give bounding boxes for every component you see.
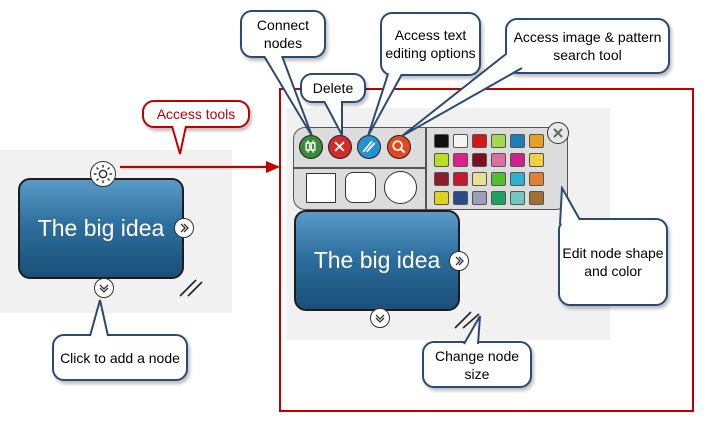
- toolbar-divider-vertical: [425, 128, 427, 209]
- color-swatch[interactable]: [491, 153, 506, 167]
- node-left[interactable]: The big idea: [18, 178, 184, 279]
- callout-access-tools: Access tools: [142, 100, 250, 128]
- connect-nodes-icon[interactable]: [299, 135, 323, 159]
- color-swatch[interactable]: [434, 172, 449, 186]
- callout-edit-shape-tail: [559, 186, 581, 225]
- callout-connect-nodes: Connect nodes: [240, 10, 326, 58]
- color-swatch[interactable]: [453, 191, 468, 205]
- node-right-label: The big idea: [313, 247, 441, 273]
- node-right[interactable]: The big idea: [294, 210, 460, 311]
- callout-access-tools-tail: [171, 126, 187, 155]
- image-search-icon[interactable]: [387, 135, 411, 159]
- color-swatch[interactable]: [529, 172, 544, 186]
- chevron-right-icon[interactable]: [174, 218, 194, 238]
- color-swatch[interactable]: [491, 191, 506, 205]
- chevron-right-icon[interactable]: [449, 251, 469, 271]
- node-label: The big idea: [37, 215, 165, 241]
- toolbar-divider-horizontal: [294, 167, 425, 169]
- callout-connect-nodes-tail: [263, 56, 313, 137]
- color-swatch[interactable]: [491, 172, 506, 186]
- callout-change-size-tail: [463, 315, 481, 345]
- shape-rounded-button[interactable]: [345, 172, 376, 203]
- callout-add-node-text: Click to add a node: [60, 349, 180, 366]
- gear-icon[interactable]: [90, 161, 116, 187]
- add-node-chevron-down-icon[interactable]: [370, 308, 390, 328]
- color-swatch[interactable]: [510, 134, 525, 148]
- color-swatch[interactable]: [510, 172, 525, 186]
- color-swatch[interactable]: [472, 172, 487, 186]
- callout-change-size: Change node size: [422, 341, 532, 388]
- add-node-chevron-down-icon[interactable]: [94, 278, 114, 298]
- color-swatch[interactable]: [434, 191, 449, 205]
- resize-handle-icon[interactable]: [453, 308, 481, 330]
- access-tools-arrow: [120, 161, 280, 173]
- color-swatch[interactable]: [434, 153, 449, 167]
- color-swatch[interactable]: [453, 153, 468, 167]
- callout-change-size-text: Change node size: [434, 347, 520, 382]
- callout-text-options-tail: [367, 74, 403, 137]
- callout-add-node-tail: [89, 299, 109, 337]
- shape-circle-button[interactable]: [384, 171, 417, 204]
- color-swatch[interactable]: [529, 153, 544, 167]
- color-swatch[interactable]: [529, 134, 544, 148]
- callout-delete: Delete: [300, 73, 366, 103]
- color-swatch[interactable]: [472, 134, 487, 148]
- color-swatch[interactable]: [491, 134, 506, 148]
- callout-connect-nodes-text: Connect nodes: [256, 17, 310, 51]
- delete-icon[interactable]: [328, 135, 352, 159]
- callout-image-search-tail: [401, 54, 523, 137]
- resize-handle-icon[interactable]: [178, 276, 204, 298]
- callout-delete-text: Delete: [312, 80, 354, 96]
- callout-image-search: Access image & pattern search tool: [505, 18, 670, 74]
- shape-square-button[interactable]: [306, 173, 336, 203]
- callout-access-tools-text: Access tools: [156, 106, 236, 122]
- text-edit-icon[interactable]: [357, 135, 381, 159]
- color-swatch[interactable]: [434, 134, 449, 148]
- color-swatch[interactable]: [453, 134, 468, 148]
- callout-text-options-text: Access text editing options: [385, 27, 476, 61]
- callout-edit-shape: Edit node shape and color: [558, 218, 668, 306]
- color-swatch[interactable]: [510, 153, 525, 167]
- callout-edit-shape-text: Edit node shape and color: [562, 245, 664, 279]
- callout-text-options: Access text editing options: [380, 12, 481, 76]
- callout-image-search-text: Access image & pattern search tool: [513, 29, 662, 63]
- callout-add-node: Click to add a node: [52, 334, 188, 381]
- close-icon[interactable]: [547, 122, 569, 144]
- color-swatch[interactable]: [453, 172, 468, 186]
- color-swatch[interactable]: [472, 153, 487, 167]
- color-swatch[interactable]: [510, 191, 525, 205]
- callout-delete-tail: [323, 101, 343, 136]
- color-swatch[interactable]: [472, 191, 487, 205]
- color-swatch[interactable]: [529, 191, 544, 205]
